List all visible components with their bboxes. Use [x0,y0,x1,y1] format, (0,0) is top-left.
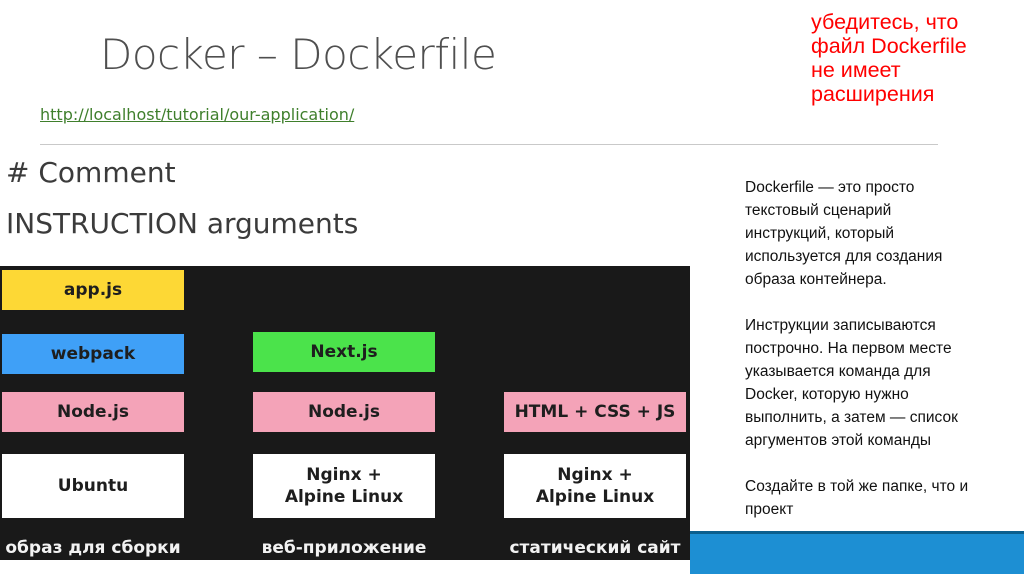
extension-warning-note: убедитесь, что файл Dockerfile не имеет … [811,10,1011,106]
layer-block-app-js: app.js [2,270,184,310]
layer-block-nginx-alpine: Nginx + Alpine Linux [253,454,435,518]
description-line: Docker, которую нужно [745,386,909,403]
description-line: используется для создания [745,248,943,265]
description-line: построчно. На первом месте [745,340,952,357]
description-paragraph: Инструкции записываются построчно. На пе… [745,314,1005,452]
layer-block-nextjs: Next.js [253,332,435,372]
description-line: Dockerfile — это просто [745,179,915,196]
description-paragraph: Dockerfile — это просто текстовый сценар… [745,176,1005,291]
description-line: аргументов этой команды [745,432,932,449]
footer-accent-line [690,531,1024,534]
description-line: указывается команда для [745,363,931,380]
description-line: выполнить, а затем — список [745,409,958,426]
description-line: образа контейнера. [745,271,887,288]
footer-accent-bar [690,531,1024,574]
layer-block-ubuntu: Ubuntu [2,454,184,518]
description-line: текстовый сценарий [745,202,892,219]
description-line: проект [745,501,794,518]
note-line: убедитесь, что [811,10,959,34]
column-caption-web-app: веб-приложение [261,538,427,558]
note-line: расширения [811,82,935,106]
description-line: инструкций, который [745,225,895,242]
description-line: Создайте в той же папке, что и [745,478,969,495]
description-line: Инструкции записываются [745,317,936,334]
dockerfile-description: Dockerfile — это просто текстовый сценар… [745,176,1005,544]
note-line: не имеет [811,58,901,82]
slide-title: Docker – Dockerfile [100,30,497,79]
syntax-instruction-line: INSTRUCTION arguments [6,207,359,240]
syntax-comment-line: # Comment [6,156,176,189]
image-layers-diagram: app.js webpack Node.js Ubuntu образ для … [0,266,690,560]
layer-block-nginx-alpine: Nginx + Alpine Linux [504,454,686,518]
column-caption-build-image: образ для сборки [5,538,181,558]
column-caption-static-site: статический сайт [509,538,681,558]
layer-block-html-css-js: HTML + CSS + JS [504,392,686,432]
title-divider [40,144,938,145]
note-line: файл Dockerfile [811,34,967,58]
description-paragraph: Создайте в той же папке, что и проект [745,475,1005,521]
layer-block-webpack: webpack [2,334,184,374]
tutorial-link[interactable]: http://localhost/tutorial/our-applicatio… [40,105,355,124]
layer-block-nodejs: Node.js [253,392,435,432]
layer-block-nodejs: Node.js [2,392,184,432]
